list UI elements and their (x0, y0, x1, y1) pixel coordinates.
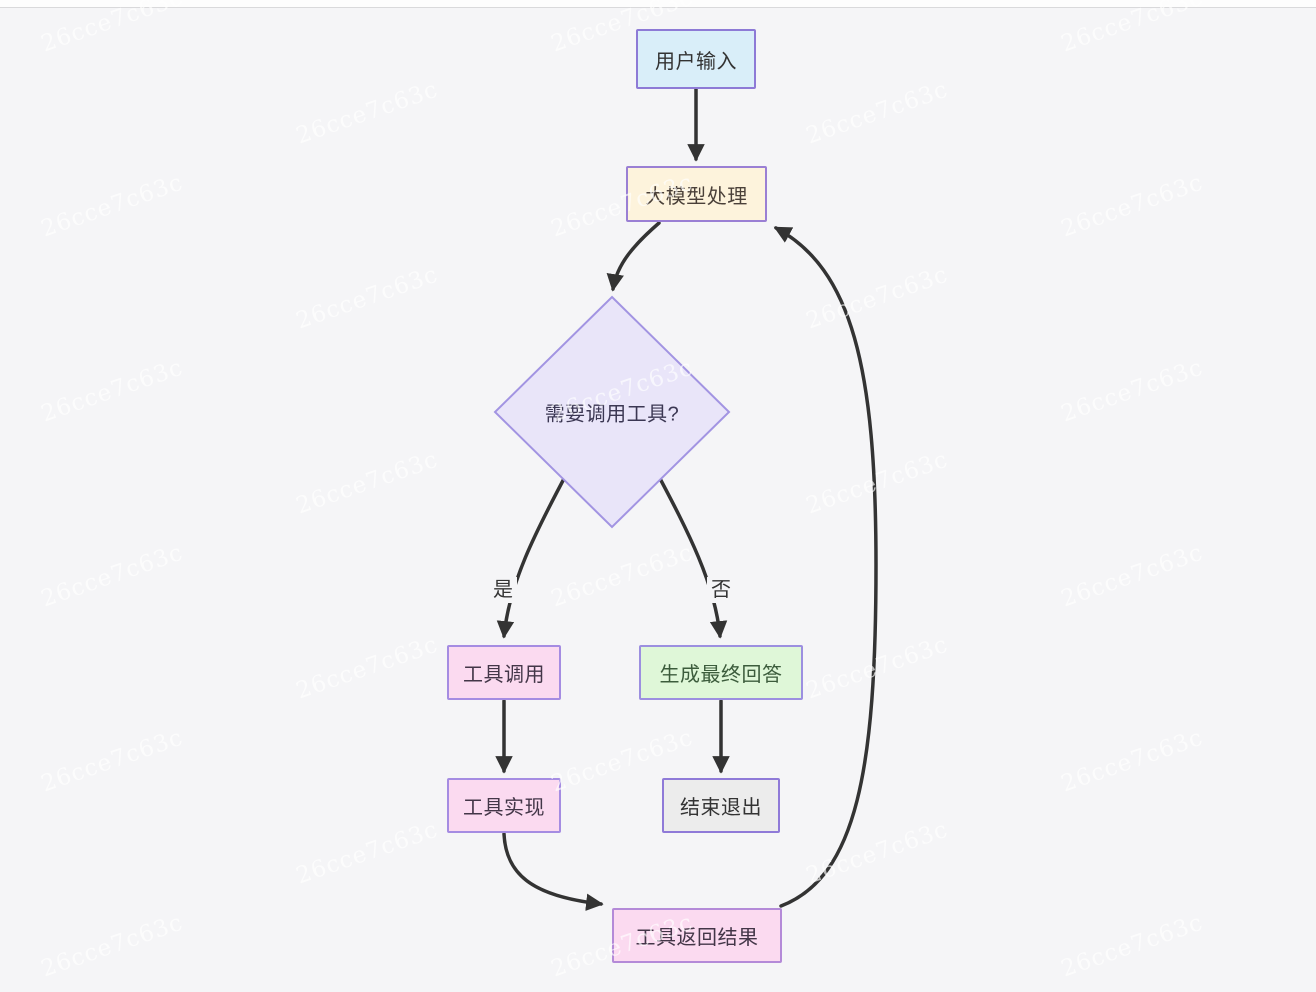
node-label: 需要调用工具? (544, 403, 680, 426)
edge-group (495, 87, 878, 912)
node-final-answer: 生成最终回答 (639, 645, 803, 700)
node-tool-result: 工具返回结果 (612, 908, 782, 963)
top-border-strip (0, 0, 1316, 8)
node-label: 工具返回结果 (635, 927, 759, 949)
decision-diamond-shape (493, 295, 731, 529)
edge-label-no: 否 (707, 577, 735, 603)
node-llm-process: 大模型处理 (626, 166, 767, 222)
edge-label-yes: 是 (489, 577, 517, 603)
node-label: 结束退出 (680, 797, 762, 819)
edge-llm-to-decision (606, 221, 661, 292)
edge-decision-no-to-final-answer (654, 469, 728, 639)
node-tool-impl: 工具实现 (447, 778, 561, 833)
edge-tool-impl-to-tool-result (502, 832, 604, 912)
node-label: 生成最终回答 (659, 664, 783, 686)
node-label: 工具调用 (463, 664, 545, 686)
node-label: 大模型处理 (645, 185, 748, 208)
node-decision-label: 需要调用工具? (545, 398, 680, 427)
node-tool-call: 工具调用 (447, 645, 561, 700)
edge-tool-result-to-llm-loop (773, 226, 878, 908)
node-user-input: 用户输入 (636, 29, 756, 89)
edge-decision-yes-to-tool-call (496, 471, 569, 639)
node-label: 工具实现 (463, 797, 545, 819)
node-label: 用户输入 (655, 50, 737, 73)
node-end-exit: 结束退出 (662, 778, 780, 833)
